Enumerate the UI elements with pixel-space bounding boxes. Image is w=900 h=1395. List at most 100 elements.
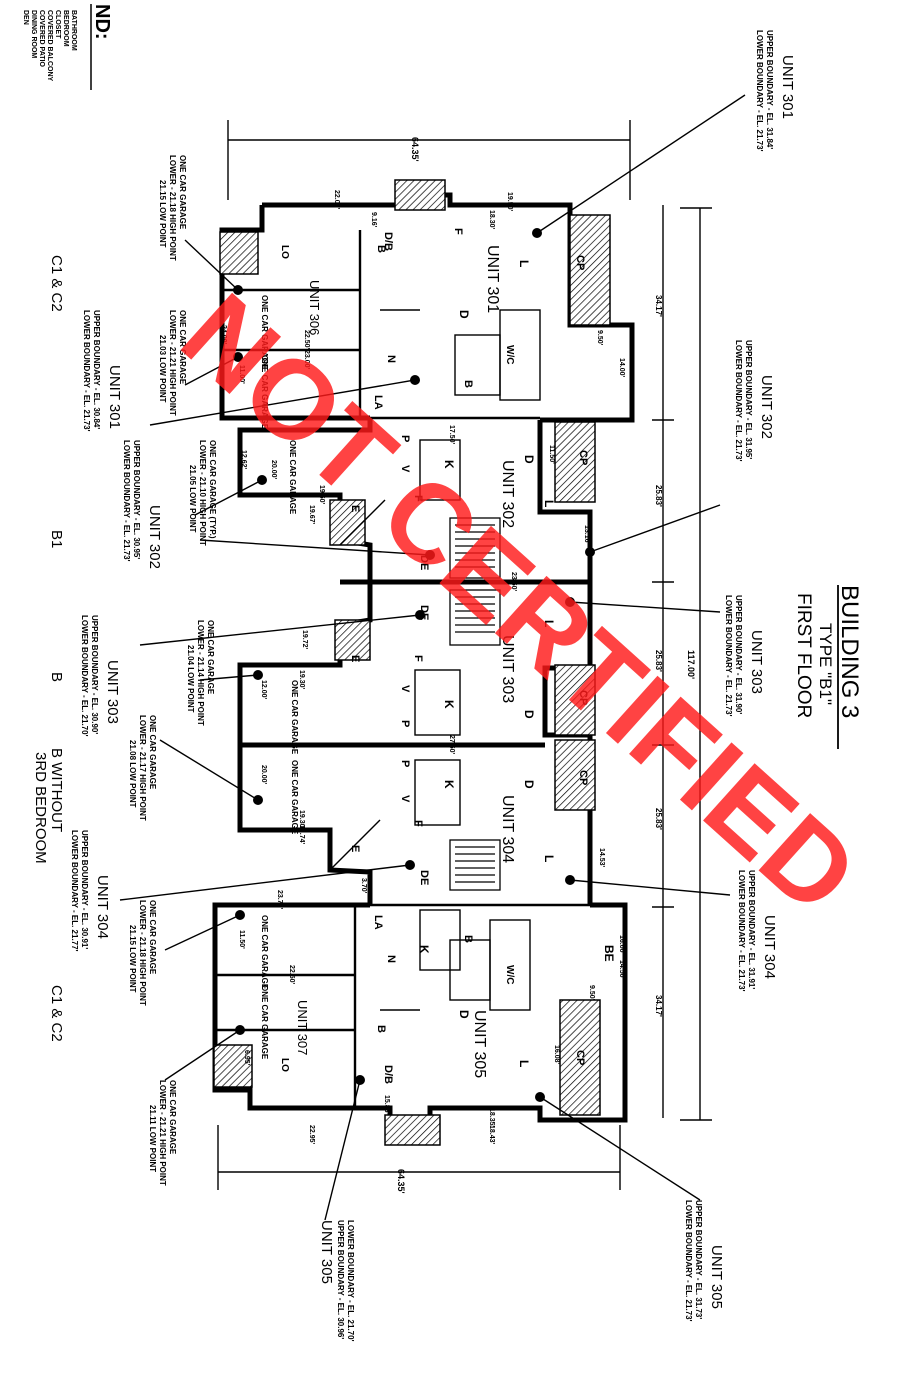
svg-text:N: N bbox=[385, 355, 397, 363]
svg-text:18.30': 18.30' bbox=[488, 210, 495, 230]
svg-text:UPPER BOUNDARY - EL. 30.91': UPPER BOUNDARY - EL. 30.91' bbox=[80, 830, 89, 949]
svg-text:LOWER BOUNDARY - EL. 21.73': LOWER BOUNDARY - EL. 21.73' bbox=[755, 30, 764, 152]
type-third-bedroom: 3RD BEDROOM bbox=[32, 752, 49, 864]
unit-306-label: UNIT 306 bbox=[307, 280, 322, 335]
room-labels: L D D/B F W/C B LA N B LO L D K P V F DE… bbox=[279, 228, 616, 1084]
building-title: BUILDING 3 bbox=[836, 585, 863, 718]
type-c1c2-top: C1 & C2 bbox=[48, 255, 65, 312]
svg-text:UNIT 303: UNIT 303 bbox=[104, 660, 121, 724]
svg-text:21.05 LOW POINT: 21.05 LOW POINT bbox=[188, 465, 197, 533]
svg-text:14.50': 14.50' bbox=[618, 960, 625, 980]
svg-text:UPPER BOUNDARY - EL. 31.95': UPPER BOUNDARY - EL. 31.95' bbox=[744, 340, 753, 459]
drawing-header: BUILDING 3 TYPE "B1" FIRST FLOOR bbox=[793, 585, 863, 749]
svg-text:LA: LA bbox=[372, 395, 384, 410]
svg-text:19.50': 19.50' bbox=[506, 192, 513, 212]
stair-302 bbox=[449, 517, 501, 579]
svg-text:LOWER BOUNDARY - EL. 21.73': LOWER BOUNDARY - EL. 21.73' bbox=[734, 340, 743, 462]
svg-text:F: F bbox=[412, 820, 424, 827]
svg-text:21.11 LOW POINT: 21.11 LOW POINT bbox=[148, 1105, 157, 1172]
unit-305-label: UNIT 305 bbox=[471, 1010, 488, 1078]
balcony-303 bbox=[554, 664, 596, 736]
garage-callout-top-a: ONE CAR GARAGE LOWER - 21.18 HIGH POINT … bbox=[158, 155, 187, 261]
svg-text:ONE CAR GARAGE: ONE CAR GARAGE bbox=[290, 680, 299, 755]
svg-text:D: D bbox=[522, 780, 536, 789]
svg-text:15.83': 15.83' bbox=[383, 1095, 390, 1115]
stair-304 bbox=[449, 839, 501, 891]
svg-text:UNIT 301: UNIT 301 bbox=[106, 365, 123, 429]
svg-text:P: P bbox=[399, 720, 411, 727]
svg-text:ONE CAR GARAGE: ONE CAR GARAGE bbox=[260, 915, 269, 990]
svg-text:NOT CERTIFIED: NOT CERTIFIED bbox=[159, 270, 881, 937]
garage-callout-top-b: ONE CAR GARAGE LOWER - 21.21 HIGH POINT … bbox=[158, 310, 187, 416]
svg-text:LO: LO bbox=[279, 245, 290, 259]
svg-text:LOWER BOUNDARY - EL. 21.73': LOWER BOUNDARY - EL. 21.73' bbox=[724, 595, 733, 717]
svg-text:9.50': 9.50' bbox=[588, 985, 595, 1001]
svg-text:CP: CP bbox=[577, 690, 589, 705]
garage-labels-in-plan: ONE CAR GARAGE ONE CAR GARAGE ONE CAR GA… bbox=[260, 295, 299, 1060]
svg-text:E: E bbox=[349, 505, 361, 512]
garage-callout-305: ONE CAR GARAGE LOWER - 21.21 HIGH POINT … bbox=[148, 1080, 177, 1186]
svg-text:12.00': 12.00' bbox=[260, 680, 267, 700]
svg-text:UPPER BOUNDARY - EL. 30.96': UPPER BOUNDARY - EL. 30.96' bbox=[336, 1220, 345, 1339]
dim-top-width: 64.35' bbox=[410, 137, 420, 162]
svg-text:BE: BE bbox=[602, 945, 616, 962]
svg-text:D: D bbox=[457, 310, 471, 319]
callout-u301-right: UNIT 301 UPPER BOUNDARY - EL. 31.84' LOW… bbox=[755, 30, 796, 152]
svg-text:22.06': 22.06' bbox=[333, 190, 340, 210]
svg-text:11.50': 11.50' bbox=[238, 930, 245, 949]
svg-text:11.00': 11.00' bbox=[238, 365, 245, 384]
unit-307-label: UNIT 307 bbox=[295, 1000, 310, 1055]
svg-text:LOWER BOUNDARY - EL. 21.73': LOWER BOUNDARY - EL. 21.73' bbox=[684, 1200, 693, 1322]
svg-text:UPPER BOUNDARY - EL. 30.95': UPPER BOUNDARY - EL. 30.95' bbox=[132, 440, 141, 559]
svg-text:16.00': 16.00' bbox=[618, 935, 625, 955]
svg-text:UNIT 303: UNIT 303 bbox=[748, 630, 765, 694]
entry-hatch-305 bbox=[384, 1114, 441, 1146]
legend-title: ND: bbox=[91, 4, 113, 40]
svg-text:L: L bbox=[517, 260, 531, 267]
svg-text:18.43': 18.43' bbox=[488, 1125, 495, 1145]
svg-text:LA: LA bbox=[372, 915, 384, 930]
svg-text:B: B bbox=[375, 1025, 387, 1033]
callout-u304-right: UNIT 304 UPPER BOUNDARY - EL. 31.91' LOW… bbox=[737, 870, 778, 992]
svg-text:B: B bbox=[462, 380, 474, 388]
svg-text:19.72': 19.72' bbox=[301, 630, 308, 650]
legend-item-covered-patio: COVERED PATIO bbox=[38, 10, 45, 67]
svg-text:D/B: D/B bbox=[382, 232, 394, 251]
garage-callout-302: ONE CAR GARAGE (TYP.) LOWER - 21.10 HIGH… bbox=[188, 440, 217, 546]
svg-text:ONE CAR GARAGE: ONE CAR GARAGE bbox=[290, 760, 299, 835]
type-b: B bbox=[48, 672, 65, 682]
svg-text:21.15 LOW POINT: 21.15 LOW POINT bbox=[128, 925, 137, 993]
svg-text:L: L bbox=[542, 620, 556, 627]
svg-text:UNIT 304: UNIT 304 bbox=[761, 915, 778, 979]
svg-text:20.00': 20.00' bbox=[260, 765, 267, 785]
garage-callout-304: ONE CAR GARAGE LOWER - 21.17 HIGH POINT … bbox=[128, 715, 157, 821]
svg-text:D: D bbox=[522, 710, 536, 719]
callout-u303-left: UNIT 303 UPPER BOUNDARY - EL. 30.90' LOW… bbox=[80, 615, 121, 737]
svg-text:14.53': 14.53' bbox=[598, 848, 605, 868]
svg-text:LOWER BOUNDARY - EL. 21.70': LOWER BOUNDARY - EL. 21.70' bbox=[346, 1220, 355, 1342]
svg-text:LOWER - 21.14 HIGH POINT: LOWER - 21.14 HIGH POINT bbox=[196, 620, 205, 726]
svg-text:D: D bbox=[457, 1010, 471, 1019]
svg-text:27.50': 27.50' bbox=[448, 735, 455, 755]
svg-text:12.62': 12.62' bbox=[240, 450, 247, 470]
entry-hatch-303 bbox=[334, 619, 371, 661]
svg-text:ONE CAR GARAGE: ONE CAR GARAGE bbox=[260, 985, 269, 1060]
svg-text:L: L bbox=[542, 855, 556, 862]
svg-text:CP: CP bbox=[574, 1050, 586, 1065]
svg-text:P: P bbox=[399, 435, 411, 442]
svg-text:UPPER BOUNDARY - EL. 30.90': UPPER BOUNDARY - EL. 30.90' bbox=[90, 615, 99, 734]
type-c1c2-bottom: C1 & C2 bbox=[48, 985, 65, 1042]
svg-text:24.00': 24.00' bbox=[220, 325, 227, 345]
svg-text:UPPER BOUNDARY - EL. 30.84': UPPER BOUNDARY - EL. 30.84' bbox=[92, 310, 101, 429]
balcony-301 bbox=[569, 214, 611, 326]
balcony-304 bbox=[554, 739, 596, 811]
svg-text:N: N bbox=[385, 955, 397, 963]
svg-text:21.08 LOW POINT: 21.08 LOW POINT bbox=[128, 740, 137, 808]
unit-names-in-plan: UNIT 301 UNIT 302 UNIT 303 UNIT 304 UNIT… bbox=[295, 245, 516, 1078]
svg-text:21.04 LOW POINT: 21.04 LOW POINT bbox=[186, 645, 195, 713]
garage-callout-303: ONE CAR GARAGE LOWER - 21.14 HIGH POINT … bbox=[186, 620, 215, 726]
svg-text:K: K bbox=[417, 945, 431, 954]
svg-text:17.50': 17.50' bbox=[448, 425, 455, 445]
svg-text:19.74': 19.74' bbox=[298, 825, 305, 845]
svg-text:9.16': 9.16' bbox=[370, 212, 377, 228]
